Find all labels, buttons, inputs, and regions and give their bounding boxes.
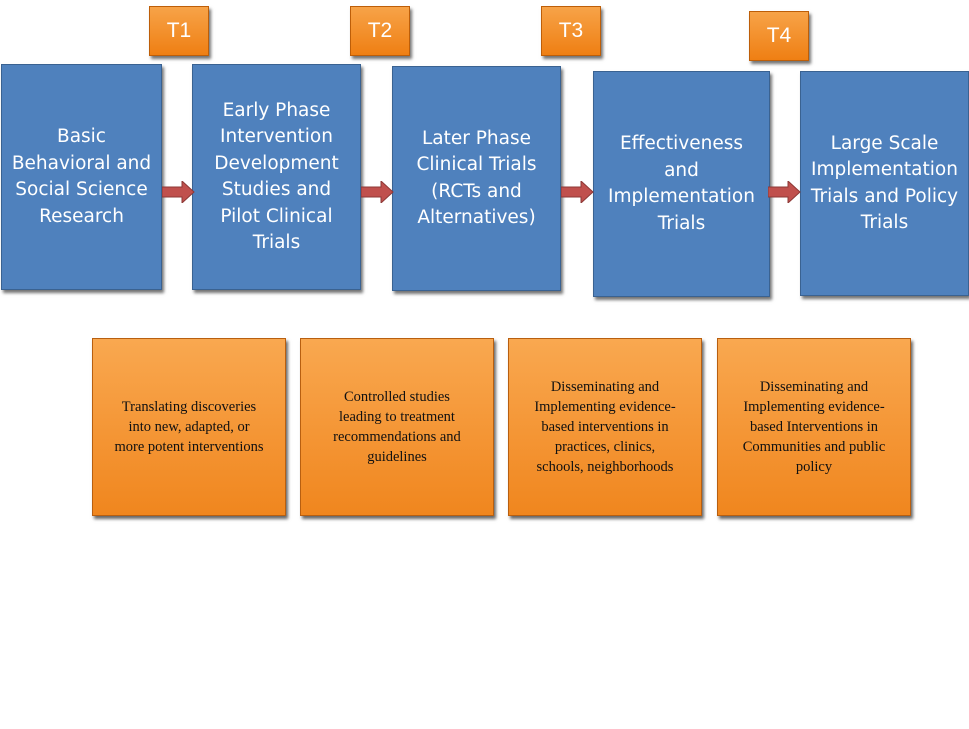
stage-later-phase-label: Later Phase Clinical Trials (RCTs and Al… <box>416 127 537 229</box>
tag-t2: T2 <box>350 6 410 56</box>
stage-basic-research: Basic Behavioral and Social Science Rese… <box>1 64 162 290</box>
stage-later-phase: Later Phase Clinical Trials (RCTs and Al… <box>392 66 561 291</box>
arrow-right-icon <box>162 181 195 203</box>
stage-basic-research-label: Basic Behavioral and Social Science Rese… <box>11 126 152 227</box>
stage-large-scale-label: Large Scale Implementation Trials and Po… <box>810 132 959 234</box>
stage-effectiveness-label: Effectiveness and Implementation Trials <box>608 133 755 234</box>
tag-t3-label: T3 <box>558 19 584 42</box>
tag-t3: T3 <box>541 6 601 56</box>
stage-effectiveness: Effectiveness and Implementation Trials <box>593 71 770 297</box>
tag-t4: T4 <box>749 11 809 61</box>
arrow-right-icon <box>361 181 394 203</box>
desc-t2-text: Controlled studies leading to treatment … <box>333 389 461 465</box>
stage-large-scale: Large Scale Implementation Trials and Po… <box>800 71 969 296</box>
desc-t3: Disseminating and Implementing evidence-… <box>508 338 702 516</box>
desc-t2: Controlled studies leading to treatment … <box>300 338 494 516</box>
desc-t4: Disseminating and Implementing evidence-… <box>717 338 911 516</box>
arrow-right-icon <box>561 181 594 203</box>
tag-t2-label: T2 <box>367 19 393 42</box>
tag-t1: T1 <box>149 6 209 56</box>
desc-t1: Translating discoveries into new, adapte… <box>92 338 286 516</box>
desc-t1-text: Translating discoveries into new, adapte… <box>114 399 264 455</box>
desc-t4-text: Disseminating and Implementing evidence-… <box>742 379 886 475</box>
stage-early-phase: Early Phase Intervention Development Stu… <box>192 64 361 290</box>
arrow-right-icon <box>768 181 801 203</box>
tag-t4-label: T4 <box>766 24 792 47</box>
desc-t3-text: Disseminating and Implementing evidence-… <box>534 379 676 475</box>
tag-t1-label: T1 <box>166 19 192 42</box>
stage-early-phase-label: Early Phase Intervention Development Stu… <box>214 99 339 254</box>
